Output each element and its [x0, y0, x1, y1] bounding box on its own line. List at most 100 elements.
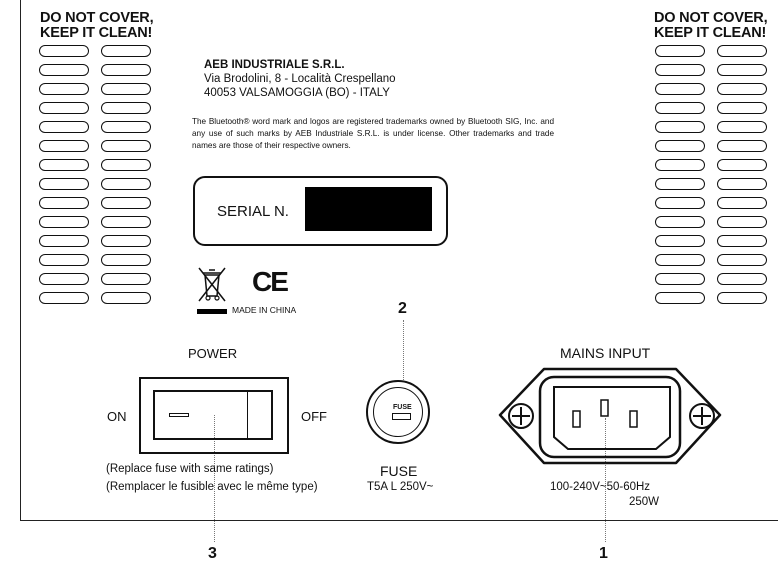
vent-slot: [39, 159, 89, 171]
rocker-divider: [247, 392, 248, 438]
warning-line-1: DO NOT COVER,: [40, 10, 154, 26]
mains-power-spec: 250W: [629, 496, 660, 508]
vent-slot: [39, 140, 89, 152]
fuse-rating: T5A L 250V~: [367, 481, 434, 493]
vent-slot: [655, 83, 705, 95]
fuse-note-french: (Remplacer le fusible avec le même type): [106, 481, 318, 493]
company-address-line-2: 40053 VALSAMOGGIA (BO) - ITALY: [204, 87, 390, 99]
serial-number-field: [305, 187, 432, 231]
vent-slot: [39, 254, 89, 266]
vent-slot: [101, 102, 151, 114]
vent-slot: [717, 178, 767, 190]
switch-on-indicator: [169, 413, 189, 417]
vent-slot: [717, 197, 767, 209]
trademark-notice: The Bluetooth® word mark and logos are r…: [192, 117, 554, 150]
serial-label: SERIAL N.: [217, 203, 289, 220]
vent-slot: [39, 64, 89, 76]
vent-slot: [717, 292, 767, 304]
company-name: AEB INDUSTRIALE S.R.L.: [204, 59, 345, 71]
fuse-cap[interactable]: FUSE: [373, 387, 423, 437]
vent-slot: [39, 292, 89, 304]
vent-slot: [717, 83, 767, 95]
vent-slot: [101, 178, 151, 190]
fuse-note-english: (Replace fuse with same ratings): [106, 463, 274, 475]
fuse-cap-label: FUSE: [393, 404, 412, 411]
callout-2: 2: [398, 300, 407, 317]
vent-slot: [101, 292, 151, 304]
vent-slot: [101, 235, 151, 247]
ce-mark: CE: [252, 266, 289, 297]
callout-1: 1: [599, 545, 608, 562]
vent-slot: [655, 140, 705, 152]
vent-slot: [39, 45, 89, 57]
vent-slot: [717, 121, 767, 133]
vent-slot: [655, 273, 705, 285]
device-rear-panel: [20, 0, 778, 521]
warning-line-2: KEEP IT CLEAN!: [654, 25, 767, 41]
weee-bin-icon: [198, 267, 226, 302]
vent-slot: [39, 102, 89, 114]
vent-slot: [101, 45, 151, 57]
vent-slot: [717, 216, 767, 228]
vent-slot: [39, 235, 89, 247]
power-on-label: ON: [107, 409, 127, 424]
vent-slot: [655, 235, 705, 247]
vent-slot: [655, 64, 705, 76]
warning-line-1: DO NOT COVER,: [654, 10, 768, 26]
vent-slot: [655, 292, 705, 304]
vent-slot: [101, 64, 151, 76]
vent-slot: [717, 45, 767, 57]
callout-3-leader: [214, 415, 215, 542]
vent-slot: [717, 273, 767, 285]
made-in-label: MADE IN CHINA: [232, 305, 297, 315]
vent-slot: [655, 216, 705, 228]
vent-slot: [101, 159, 151, 171]
vent-slot: [717, 235, 767, 247]
company-address-line-1: Via Brodolini, 8 - Località Crespellano: [204, 73, 396, 85]
vent-slot: [717, 159, 767, 171]
vent-slot: [717, 64, 767, 76]
vent-slot: [655, 121, 705, 133]
vent-slot: [101, 121, 151, 133]
vent-slot: [655, 254, 705, 266]
vent-slot: [101, 83, 151, 95]
vent-slot: [101, 216, 151, 228]
power-title: POWER: [188, 346, 238, 361]
warning-line-2: KEEP IT CLEAN!: [40, 25, 153, 41]
vent-slot: [655, 159, 705, 171]
vent-slot: [655, 178, 705, 190]
mains-voltage-spec: 100-240V~50-60Hz: [550, 481, 651, 493]
weee-bar: [197, 309, 227, 314]
vent-slot: [717, 140, 767, 152]
callout-3: 3: [208, 545, 217, 562]
power-off-label: OFF: [301, 409, 327, 424]
fuse-slot: [392, 413, 411, 420]
iec-power-inlet[interactable]: [492, 363, 728, 473]
power-switch[interactable]: [139, 377, 289, 454]
vent-slot: [101, 197, 151, 209]
vent-slot: [39, 178, 89, 190]
callout-2-leader: [403, 320, 404, 380]
vent-slot: [717, 254, 767, 266]
vent-slot: [39, 83, 89, 95]
vent-slot: [39, 216, 89, 228]
fuse-title: FUSE: [380, 463, 418, 479]
ventilation-warning-right: DO NOT COVER, KEEP IT CLEAN!: [654, 10, 768, 41]
fuse-holder[interactable]: FUSE: [366, 380, 430, 444]
vent-slot: [101, 140, 151, 152]
vent-slot: [717, 102, 767, 114]
vent-slot: [655, 45, 705, 57]
mains-input-title: MAINS INPUT: [560, 345, 651, 361]
vent-slot: [655, 197, 705, 209]
rocker-switch[interactable]: [153, 390, 273, 440]
manufacturer-info: AEB INDUSTRIALE S.R.L. Via Brodolini, 8 …: [204, 58, 396, 100]
vent-slot: [101, 254, 151, 266]
vent-slot: [39, 273, 89, 285]
vent-slot: [39, 197, 89, 209]
vent-slot: [655, 102, 705, 114]
ventilation-warning-left: DO NOT COVER, KEEP IT CLEAN!: [40, 10, 154, 41]
callout-1-leader: [605, 418, 606, 542]
serial-number-plate: SERIAL N.: [193, 176, 448, 246]
vent-slot: [101, 273, 151, 285]
vent-slot: [39, 121, 89, 133]
